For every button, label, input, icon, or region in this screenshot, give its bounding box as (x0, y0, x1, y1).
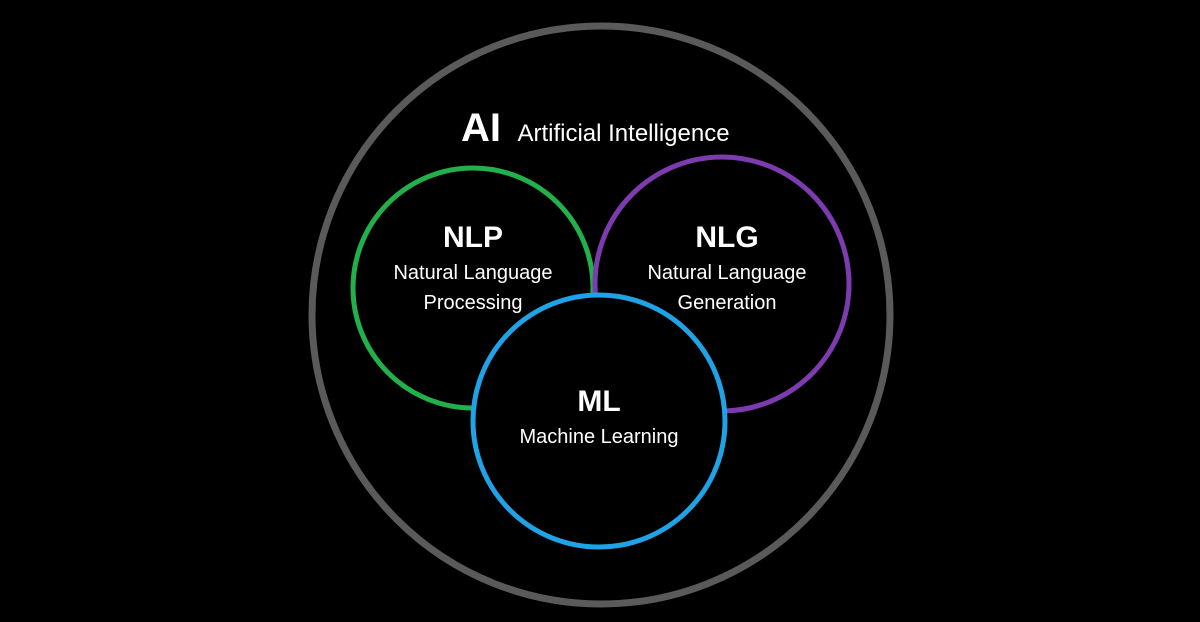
ml-abbr-label: ML (577, 385, 620, 418)
nlg-full-label-line1: Natural Language (647, 262, 806, 284)
ai-circle (308, 22, 894, 608)
nlp-full-label-line2: Processing (424, 292, 523, 314)
nlp-abbr-label: NLP (443, 221, 503, 254)
ai-abbr-label: AI (461, 106, 501, 150)
nlg-abbr-label: NLG (695, 221, 758, 254)
ml-full-label: Machine Learning (520, 426, 679, 448)
ml-circle (470, 292, 728, 550)
nlp-full-label-line1: Natural Language (393, 262, 552, 284)
nlg-full-label-line2: Generation (678, 292, 777, 314)
ai-title-group: AI Artificial Intelligence (461, 106, 730, 150)
ai-full-label: Artificial Intelligence (517, 120, 729, 147)
